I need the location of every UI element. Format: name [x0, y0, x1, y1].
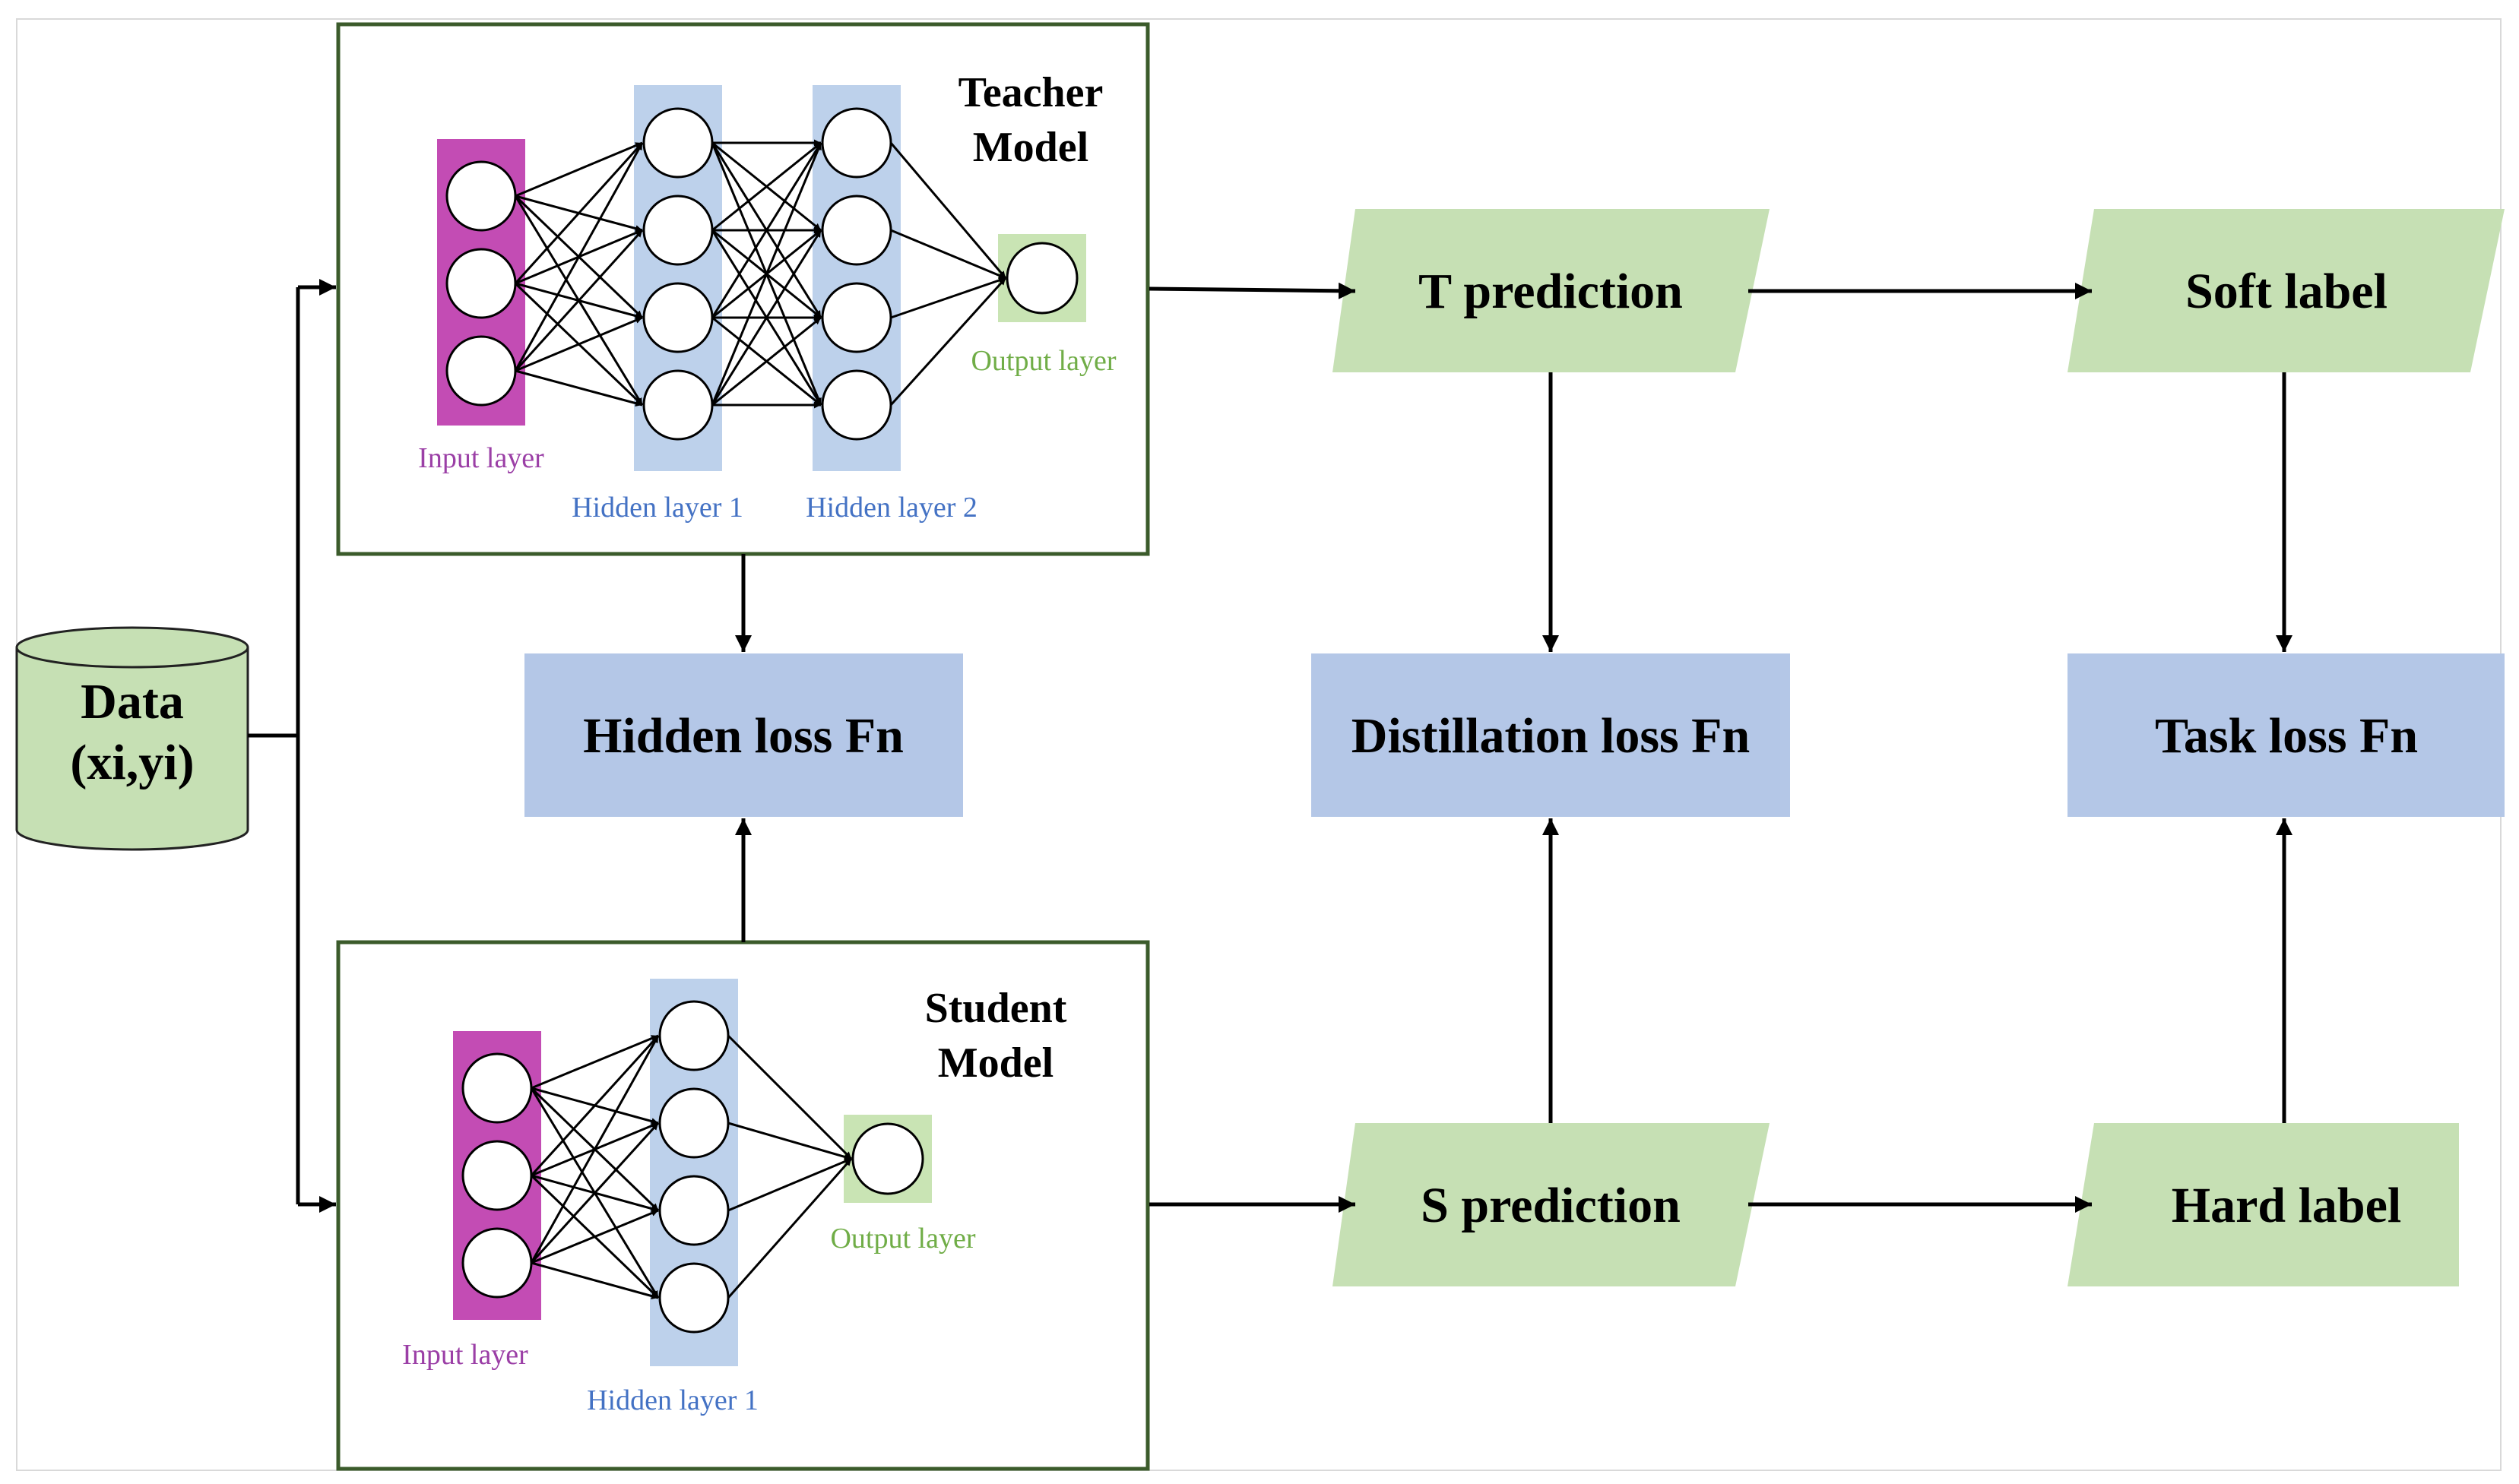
student-neuron-l1-n1: [658, 1087, 730, 1159]
teacher-hidden-layer-2-label: Hidden layer 2: [806, 492, 977, 524]
student-title-line1: Student: [925, 985, 1067, 1032]
student-connection: [727, 1122, 852, 1160]
t-prediction-node: T prediction: [1332, 209, 1770, 372]
student-edges: [530, 1034, 853, 1299]
teacher-connection: [889, 142, 1007, 279]
teacher-edges: [514, 139, 1007, 409]
teacher-connection: [890, 229, 1006, 280]
teacher-title-line1: Teacher: [958, 69, 1104, 116]
teacher-connection: [889, 277, 1007, 407]
teacher-neuron-l0-n1: [445, 248, 517, 319]
arrow-teacher-to-t-prediction: [1149, 282, 1356, 299]
data-cylinder: Data (xi,yi): [15, 626, 249, 851]
student-connection: [727, 1157, 852, 1212]
teacher-neuron-l2-n2: [821, 282, 892, 353]
teacher-input-layer-label: Input layer: [418, 442, 544, 474]
student-neuron-l0-n0: [461, 1052, 533, 1124]
student-connection: [530, 1034, 660, 1177]
hidden-loss-node: Hidden loss Fn: [524, 653, 963, 817]
student-connection: [530, 1035, 660, 1264]
student-neuron-l1-n2: [658, 1175, 730, 1246]
distillation-loss-label: Distillation loss Fn: [1351, 708, 1750, 764]
student-connection: [530, 1122, 660, 1264]
teacher-neuron-l1-n0: [642, 107, 714, 179]
teacher-neuron-l0-n2: [445, 335, 517, 407]
student-model-box: Student Model Input layer Hidden layer 1…: [336, 940, 1150, 1471]
teacher-connection: [711, 141, 822, 232]
soft-label-node: Soft label: [2067, 209, 2505, 372]
teacher-connection: [515, 316, 643, 372]
student-neuron-l1-n0: [658, 1000, 730, 1071]
teacher-neurons: [445, 107, 1079, 441]
teacher-neuron-l1-n2: [642, 282, 714, 353]
student-output-layer-label: Output layer: [830, 1223, 975, 1255]
teacher-connection: [514, 229, 644, 372]
teacher-neuron-l2-n3: [821, 369, 892, 441]
student-connection: [727, 1034, 853, 1160]
teacher-connection: [514, 141, 644, 285]
hard-label-label: Hard label: [2172, 1178, 2402, 1233]
teacher-model-box: Teacher Model Input layer Hidden layer 1…: [336, 22, 1150, 556]
data-connectors: [248, 279, 336, 1213]
teacher-output-layer-label: Output layer: [971, 345, 1116, 377]
teacher-connection: [711, 142, 822, 318]
teacher-hidden-layer-1-label: Hidden layer 1: [572, 492, 743, 524]
student-hidden-layer-1-label: Hidden layer 1: [587, 1384, 759, 1416]
student-neuron-l0-n1: [461, 1140, 533, 1211]
data-label-line1: Data: [81, 674, 184, 729]
teacher-connection: [514, 142, 644, 372]
t-prediction-label: T prediction: [1418, 264, 1683, 319]
task-loss-label: Task loss Fn: [2155, 708, 2418, 764]
s-prediction-node: S prediction: [1332, 1123, 1770, 1286]
teacher-neuron-l2-n1: [821, 195, 892, 266]
teacher-connection: [515, 369, 643, 407]
teacher-neuron-l3-n0: [1006, 242, 1079, 315]
student-neuron-l2-n0: [851, 1122, 924, 1195]
soft-label-label: Soft label: [2185, 264, 2388, 319]
distillation-loss-node: Distillation loss Fn: [1311, 653, 1790, 817]
student-neurons: [461, 1000, 924, 1334]
teacher-connection: [890, 277, 1006, 319]
student-neuron-l1-n3: [658, 1262, 730, 1334]
student-input-layer-label: Input layer: [402, 1339, 528, 1371]
student-neuron-l0-n2: [461, 1227, 533, 1299]
teacher-connection: [711, 316, 822, 407]
s-prediction-label: S prediction: [1421, 1178, 1681, 1233]
hidden-loss-label: Hidden loss Fn: [583, 708, 904, 764]
teacher-connection: [711, 142, 822, 406]
teacher-neuron-l0-n0: [445, 160, 517, 232]
hard-label-node: Hard label: [2067, 1123, 2459, 1286]
student-connection: [727, 1158, 853, 1299]
teacher-neuron-l1-n3: [642, 369, 714, 441]
teacher-connection: [711, 229, 822, 406]
teacher-connection: [515, 141, 643, 198]
teacher-neuron-l1-n1: [642, 195, 714, 266]
student-title-line2: Model: [938, 1039, 1054, 1087]
flow-arrows: [735, 282, 2292, 1213]
data-label-line2: (xi,yi): [70, 735, 194, 790]
task-loss-node: Task loss Fn: [2067, 653, 2505, 817]
student-connection: [531, 1209, 659, 1264]
teacher-title-line2: Model: [973, 124, 1088, 171]
student-connection: [531, 1261, 659, 1299]
student-connection: [531, 1034, 659, 1090]
teacher-neuron-l2-n0: [821, 107, 892, 179]
